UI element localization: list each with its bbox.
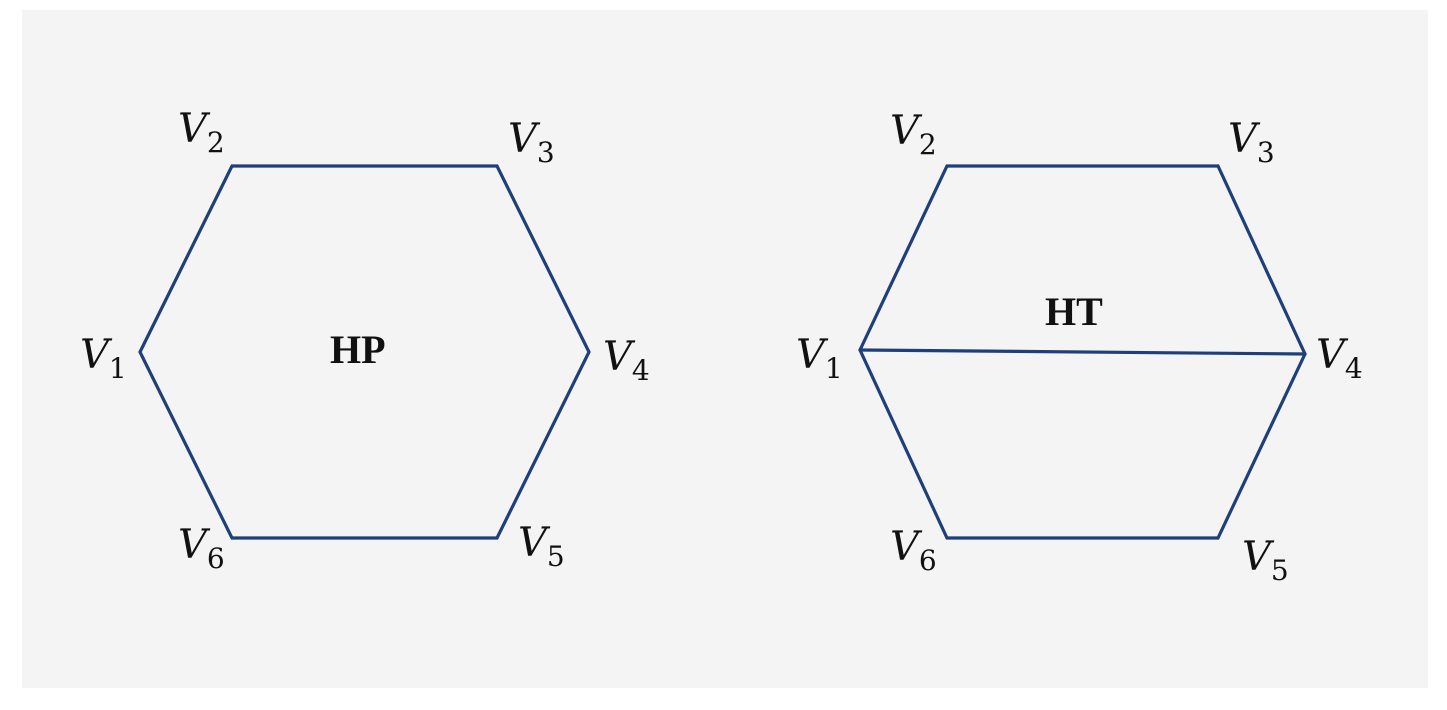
right-label-v3-base: V (1228, 116, 1261, 162)
right-label-v1: V1 (796, 332, 843, 385)
right-label-v5-sub: 5 (1271, 554, 1289, 587)
left-label-v4-base: V (603, 334, 636, 380)
left-label-v6-sub: 6 (207, 542, 225, 575)
right-label-v2: V2 (890, 108, 937, 161)
left-label-v5-base: V (518, 520, 551, 566)
left-label-v3-sub: 3 (537, 136, 555, 169)
right-label-v1-base: V (796, 332, 829, 378)
left-shape-title: HP (330, 327, 386, 372)
right-label-v4: V4 (1316, 332, 1363, 385)
left-hexagon-outline (138, 164, 591, 540)
left-label-v4: V4 (603, 334, 650, 387)
right-label-v1-sub: 1 (825, 352, 843, 385)
left-label-v5-sub: 5 (547, 540, 565, 573)
left-label-v1: V1 (80, 332, 127, 385)
left-label-v2-base: V (178, 106, 211, 152)
right-label-v5: V5 (1242, 534, 1289, 587)
left-label-v6: V6 (178, 522, 225, 575)
right-label-v4-sub: 4 (1345, 352, 1363, 385)
right-shape-title: HT (1045, 289, 1103, 334)
left-label-v3: V3 (508, 116, 555, 169)
left-label-v1-base: V (80, 332, 113, 378)
left-label-v2: V2 (178, 106, 225, 159)
left-label-v6-base: V (178, 522, 211, 568)
right-label-v2-sub: 2 (919, 128, 937, 161)
left-label-v3-base: V (508, 116, 541, 162)
right-label-v6-sub: 6 (919, 544, 937, 577)
right-hexagon-diagonal-v1-v4 (858, 348, 1307, 356)
right-label-v6: V6 (890, 524, 937, 577)
left-label-v4-sub: 4 (632, 354, 650, 387)
diagram-panel (22, 10, 1428, 688)
left-label-v2-sub: 2 (207, 126, 225, 159)
left-hexagon-group: HP V1 V2 V3 V4 V5 V6 (80, 106, 650, 575)
right-label-v3: V3 (1228, 116, 1275, 169)
right-label-v4-base: V (1316, 332, 1349, 378)
right-hexagon-group: HT V1 V2 V3 V4 V5 V6 (796, 108, 1363, 587)
left-label-v1-sub: 1 (109, 352, 127, 385)
right-label-v3-sub: 3 (1257, 136, 1275, 169)
left-label-v5: V5 (518, 520, 565, 573)
right-label-v2-base: V (890, 108, 923, 154)
right-label-v5-base: V (1242, 534, 1275, 580)
right-label-v6-base: V (890, 524, 923, 570)
